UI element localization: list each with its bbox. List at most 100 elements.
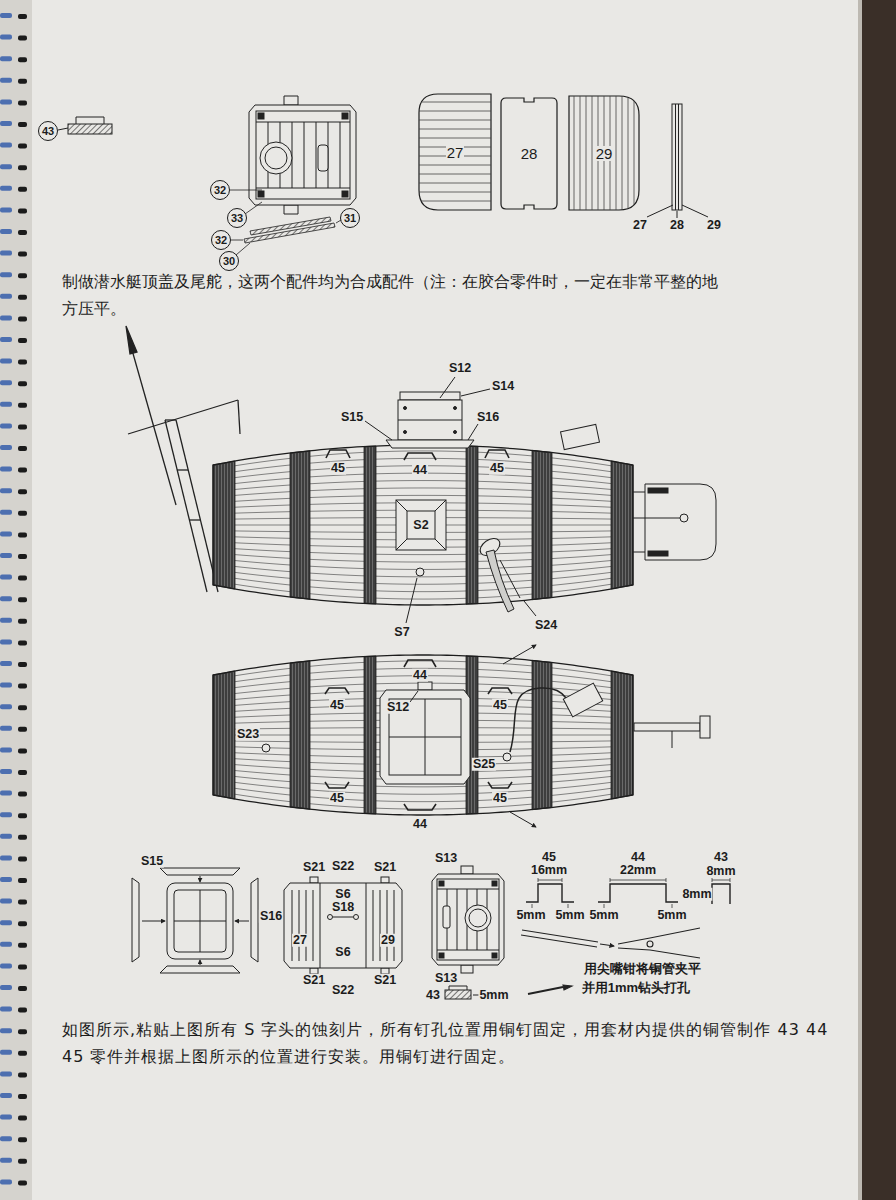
propeller: [500, 560, 520, 598]
hatch-cover-plan: [256, 111, 350, 199]
fittings-top: [503, 753, 511, 761]
spiral-binding: [0, 726, 12, 731]
handle-drawing: [404, 804, 436, 810]
rudder-top: [634, 723, 700, 731]
spiral-binding: [18, 446, 27, 451]
hatch-cover-plan: [258, 191, 264, 197]
spiral-binding: [18, 316, 27, 321]
part-number: 45: [329, 699, 345, 712]
hatch-top: [410, 691, 418, 702]
spiral-binding: [18, 640, 27, 645]
spiral-binding: [0, 229, 12, 234]
hatch-frame-assembly: [235, 921, 249, 922]
etched-plate-s2: [396, 500, 446, 550]
barrel-hull: [540, 452, 541, 597]
panel-outline: [418, 111, 492, 112]
barrel-hull: [233, 672, 234, 797]
hatch-cover-plan: [249, 105, 356, 205]
barrel-hull: [532, 450, 552, 599]
spiral-binding: [18, 403, 27, 408]
mast-and-spear: [189, 519, 200, 520]
barrel-hull: [364, 656, 376, 814]
spiral-binding: [0, 769, 12, 774]
hatch-frame-assembly: [174, 921, 226, 922]
hatch-cover-plan: [256, 188, 350, 189]
spiral-binding: [18, 597, 27, 602]
barrel-hull: [213, 445, 633, 605]
tow-box: [561, 424, 600, 449]
barrel-hull: [628, 675, 629, 795]
barrel-hull: [534, 662, 535, 809]
panel-outline: [634, 95, 635, 211]
spiral-binding: [18, 856, 27, 861]
rudder-side: [645, 484, 716, 560]
node-text-holder: 30: [220, 252, 238, 270]
panel-outline: [418, 129, 492, 130]
hatch-cover-plan: [249, 96, 356, 214]
panel-outline: [418, 102, 492, 201]
panel-outline: [419, 94, 491, 210]
table-edge: [858, 0, 896, 1200]
conning-hatch: [386, 440, 474, 448]
barrel-hull: [372, 447, 373, 603]
tool-note: 用尖嘴钳将铜管夹平: [583, 962, 702, 975]
cover-plan-parts: [333, 917, 353, 918]
conning-hatch: [404, 407, 407, 410]
spiral-binding: [0, 920, 12, 925]
panel-stack-side: [672, 104, 682, 210]
barrel-hull: [537, 662, 538, 808]
spiral-binding: [0, 359, 12, 364]
barrel-hull: [304, 452, 305, 597]
barrel-hull: [218, 675, 219, 795]
barrel-hull: [218, 465, 219, 585]
panel-outline: [418, 102, 492, 103]
barrel-hull: [613, 462, 614, 587]
dimension-lines: [712, 880, 730, 881]
spiral-binding: [18, 338, 27, 343]
handle-drawing: [404, 453, 436, 460]
hatch-cover-side: [231, 240, 243, 241]
barrel-hull: [213, 791, 633, 810]
tow-box: [561, 424, 600, 449]
rudder-side: [648, 488, 668, 493]
barrel-hull: [622, 464, 623, 586]
etched-part-label: S24: [534, 619, 558, 632]
barrel-hull: [221, 464, 222, 585]
callout-circle: 31: [340, 208, 360, 228]
panel-outline: [418, 138, 492, 139]
barrel-hull: [532, 660, 552, 809]
spiral-binding: [18, 986, 27, 991]
barrel-hull: [540, 662, 541, 807]
barrel-hull: [295, 663, 296, 806]
barrel-hull: [611, 461, 633, 589]
panel-outline: [598, 95, 599, 211]
spiral-binding: [18, 813, 27, 818]
spiral-binding: [18, 122, 27, 127]
conning-hatch: [398, 420, 462, 421]
spiral-binding: [0, 251, 12, 256]
barrel-hull: [213, 445, 633, 605]
spiral-binding: [18, 964, 27, 969]
panel-outline: [604, 95, 605, 211]
part-number: 44: [412, 669, 428, 682]
spiral-binding: [0, 272, 12, 277]
spiral-binding: [0, 812, 12, 817]
barrel-hull: [628, 465, 629, 585]
barrel-hull: [233, 462, 234, 587]
propeller: [477, 535, 536, 616]
spiral-binding: [0, 337, 12, 342]
hatch-frame-assembly: [251, 878, 258, 962]
etched-part-label: S21: [373, 974, 397, 987]
node-text-holder: 33: [228, 209, 246, 227]
tube-and-pliers: [600, 944, 614, 946]
spiral-binding: [0, 596, 12, 601]
spiral-binding: [0, 1028, 12, 1033]
spiral-binding: [0, 791, 12, 796]
instruction-text: 如图所示,粘贴上图所有 S 字头的蚀刻片，所有钉孔位置用铜钉固定，用套材内提供的…: [62, 1016, 852, 1070]
dimension: 5mm: [554, 909, 585, 922]
etched-part-label: S14: [491, 380, 515, 393]
spiral-binding: [0, 1050, 12, 1055]
spiral-binding: [0, 207, 12, 212]
rudder-top: [700, 716, 710, 738]
barrel-hull: [295, 453, 296, 596]
